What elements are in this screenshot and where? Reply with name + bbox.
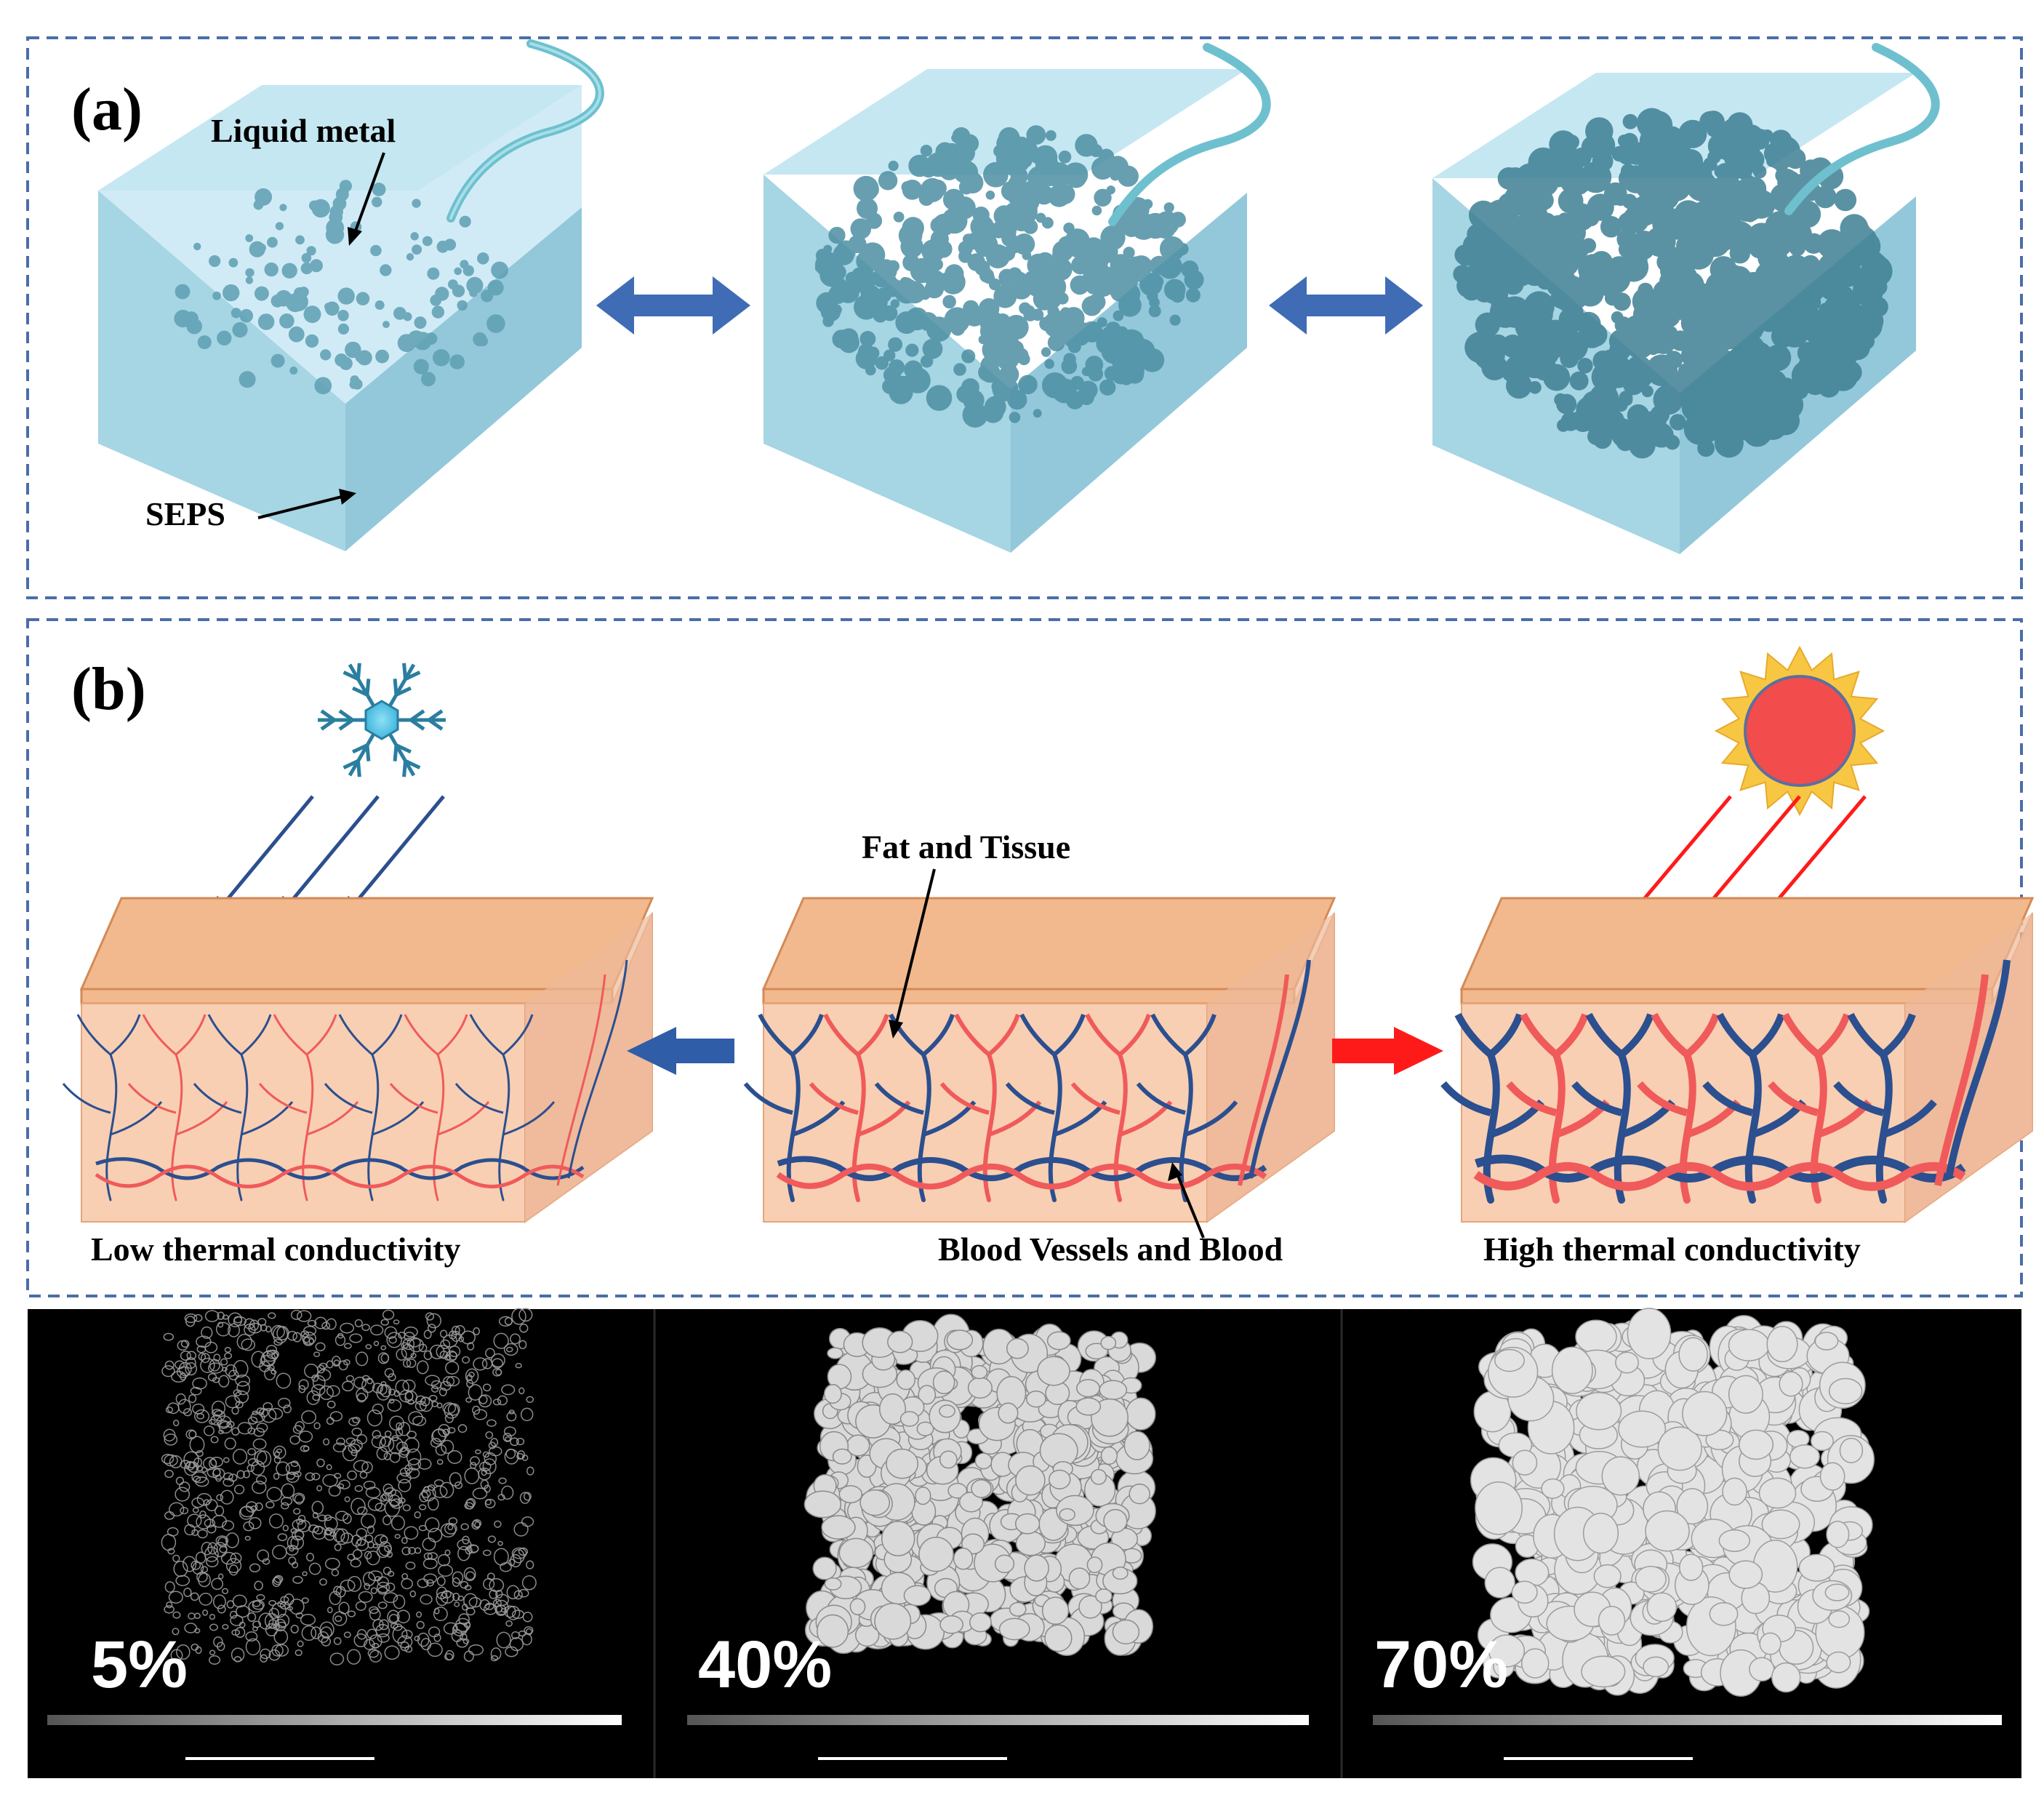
sample-percent-label: 40% bbox=[698, 1628, 832, 1702]
low-conductivity-label: Low thermal conductivity bbox=[91, 1231, 461, 1268]
panel-c: (c) 5% 40% 70% bbox=[28, 1308, 2021, 1778]
liquid-metal-label: Liquid metal bbox=[211, 112, 396, 149]
sample-percent-label: 70% bbox=[1374, 1628, 1508, 1702]
left-arrow-icon bbox=[627, 1027, 734, 1075]
seps-label: SEPS bbox=[145, 495, 225, 532]
high-conductivity-label: High thermal conductivity bbox=[1483, 1231, 1861, 1268]
sample-percent-label: 5% bbox=[91, 1628, 188, 1702]
panel-a-border bbox=[26, 36, 2023, 599]
panel-b-letter: (b) bbox=[71, 655, 146, 723]
blood-pointer bbox=[1175, 1172, 1205, 1239]
liquid-metal-pointer bbox=[353, 152, 385, 233]
seps-pointer bbox=[257, 495, 342, 519]
ct-scan-40-percent bbox=[803, 1313, 1157, 1657]
panel-c-letter: (c) bbox=[71, 1346, 139, 1414]
panel-a-letter: (a) bbox=[71, 76, 143, 143]
right-arrow-icon bbox=[1332, 1027, 1443, 1075]
skin-block-low bbox=[62, 897, 654, 1223]
snowflake-icon bbox=[318, 663, 446, 777]
ct-scan-70-percent bbox=[1470, 1308, 1875, 1697]
skin-block-high bbox=[1440, 897, 2035, 1223]
sun-icon bbox=[1714, 645, 1885, 817]
colorbar-1 bbox=[47, 1715, 2002, 1760]
cube-high-loading bbox=[1432, 43, 1940, 554]
double-arrow-icon bbox=[596, 276, 750, 335]
panel-a: (a) Liquid metal SEPS bbox=[26, 36, 2023, 599]
double-arrow-icon bbox=[1269, 276, 1423, 335]
liquid-metal-droplets-1 bbox=[174, 180, 508, 395]
liquid-metal-droplets-2 bbox=[814, 125, 1204, 428]
cube-mid-loading bbox=[764, 43, 1271, 553]
skin-block-normal bbox=[743, 897, 1336, 1223]
panel-b: (b) Fat and Tissue bbox=[26, 618, 2035, 1297]
cube-low-loading bbox=[98, 39, 604, 551]
fat-tissue-label: Fat and Tissue bbox=[862, 828, 1070, 865]
ct-scan-5-percent bbox=[161, 1308, 537, 1665]
blood-vessels-label: Blood Vessels and Blood bbox=[938, 1231, 1283, 1268]
fat-tissue-pointer bbox=[894, 868, 936, 1026]
